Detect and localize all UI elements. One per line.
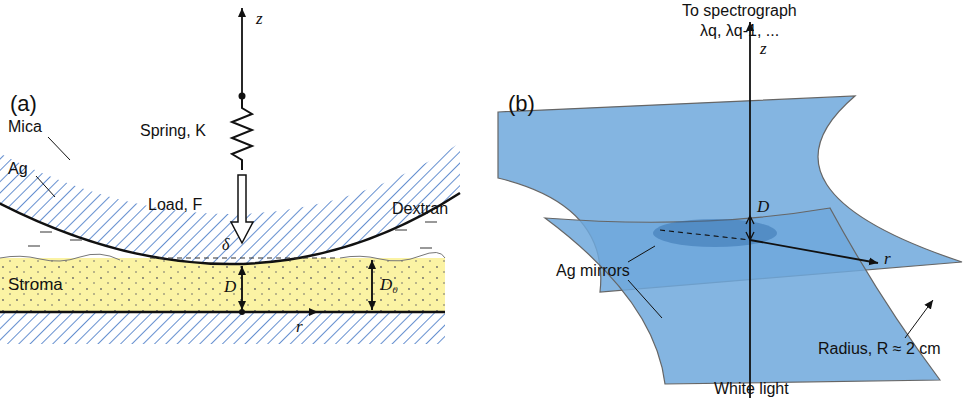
part-label: Radius, R ≈ 2 cm — [818, 340, 941, 358]
axis-label: z — [760, 40, 767, 59]
part-label: Ag — [8, 160, 28, 178]
dimension-label: D₀ — [380, 276, 398, 295]
load-arrow — [231, 175, 253, 243]
silver-film — [0, 193, 460, 264]
part-label: Load, F — [148, 196, 202, 214]
panel-label: (b) — [508, 92, 535, 116]
part-label: Spring, K — [140, 122, 206, 140]
dimension-label: D — [224, 278, 236, 297]
dimension-label: D — [757, 198, 769, 217]
signal-label: λq, λq-1, ... — [700, 22, 779, 40]
part-label: Ag mirrors — [556, 262, 630, 280]
part-label: Mica — [8, 118, 42, 136]
substrate — [0, 312, 445, 344]
stroma-layer — [0, 258, 445, 312]
part-label: To spectrograph — [682, 2, 797, 20]
panel-label: (a) — [10, 92, 37, 116]
mica-sheet — [0, 143, 460, 264]
axis-label: z — [256, 10, 263, 29]
lower-mirror — [545, 208, 940, 384]
axis-label: r — [884, 250, 891, 269]
spring — [232, 99, 252, 170]
part-label: White light — [714, 380, 789, 398]
part-label: Dextran — [392, 200, 448, 218]
part-label: Stroma — [8, 276, 63, 295]
dimension-label: δ — [222, 236, 229, 254]
axis-label: r — [296, 318, 303, 337]
